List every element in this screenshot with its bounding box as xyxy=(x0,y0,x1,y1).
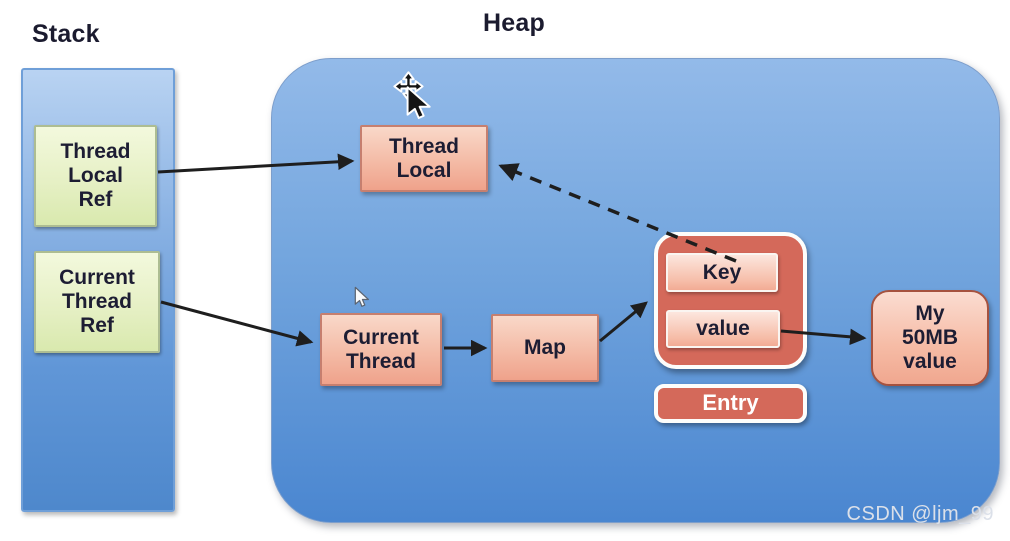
node-thread-local-ref: Thread Local Ref xyxy=(34,125,157,227)
heap-title: Heap xyxy=(483,9,545,37)
node-current-thread: Current Thread xyxy=(320,313,442,386)
node-thread-local: Thread Local xyxy=(360,125,488,192)
entry-label: Entry xyxy=(654,384,807,423)
node-current-thread-ref: Current Thread Ref xyxy=(34,251,160,353)
node-value: value xyxy=(666,310,780,348)
stack-title: Stack xyxy=(32,20,100,48)
node-my-50mb-value: My 50MB value xyxy=(871,290,989,386)
watermark: CSDN @ljm_99 xyxy=(846,503,994,525)
node-key: Key xyxy=(666,253,778,292)
node-map: Map xyxy=(491,314,599,382)
